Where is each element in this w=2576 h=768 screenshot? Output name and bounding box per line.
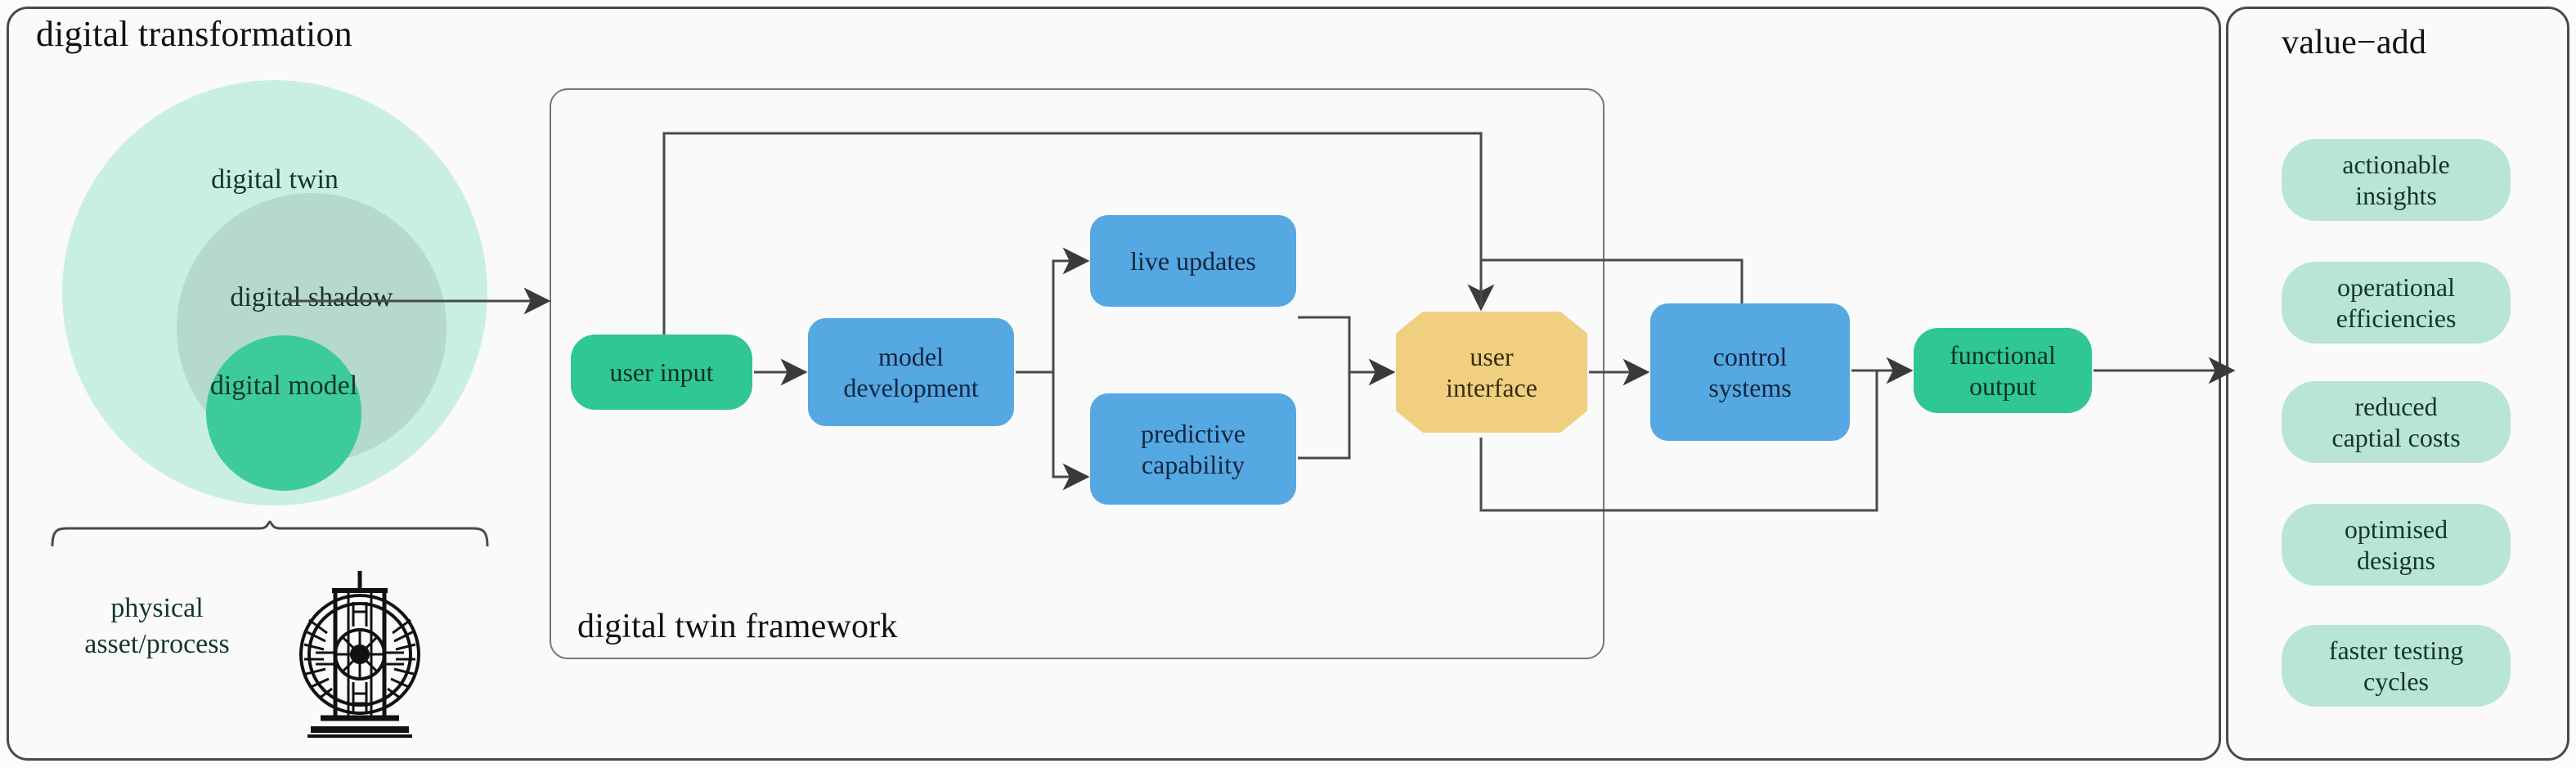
digital-twin-framework-title: digital twin framework bbox=[577, 608, 898, 645]
value-add-item-actionable-insights[interactable]: actionable insights bbox=[2282, 139, 2511, 221]
digital-model-circle bbox=[206, 335, 361, 491]
physical-asset-label-line1: physical bbox=[110, 593, 204, 623]
node-user-input[interactable]: user input bbox=[571, 335, 752, 410]
value-add-item-faster-testing-cycles[interactable]: faster testing cycles bbox=[2282, 625, 2511, 707]
physical-asset-label-line2: asset/process bbox=[84, 628, 230, 659]
value-add-title: value−add bbox=[2282, 24, 2427, 61]
physical-asset-brace bbox=[51, 520, 489, 547]
node-control-systems[interactable]: control systems bbox=[1650, 303, 1850, 441]
value-add-item-label: reduced captial costs bbox=[2331, 391, 2461, 452]
digital-shadow-label: digital shadow bbox=[230, 282, 393, 312]
value-add-item-label: faster testing cycles bbox=[2328, 635, 2464, 696]
value-add-item-reduced-captial-costs[interactable]: reduced captial costs bbox=[2282, 381, 2511, 463]
node-model-development[interactable]: model development bbox=[808, 318, 1014, 426]
physical-asset-label: physical asset/process bbox=[43, 591, 272, 662]
node-functional-output[interactable]: functional output bbox=[1914, 328, 2092, 413]
node-predictive-capability[interactable]: predictive capability bbox=[1090, 393, 1296, 505]
digital-transformation-title: digital transformation bbox=[36, 14, 352, 54]
value-add-item-label: optimised designs bbox=[2344, 514, 2448, 575]
node-model-development-label: model development bbox=[843, 341, 979, 402]
node-control-systems-label: control systems bbox=[1708, 341, 1792, 402]
value-add-item-label: actionable insights bbox=[2342, 149, 2450, 210]
digital-twin-label: digital twin bbox=[211, 164, 339, 195]
digital-model-label: digital model bbox=[209, 371, 358, 401]
node-predictive-capability-label: predictive capability bbox=[1141, 418, 1245, 479]
node-live-updates-label: live updates bbox=[1130, 245, 1256, 276]
value-add-item-label: operational efficiencies bbox=[2336, 272, 2457, 333]
node-functional-output-label: functional output bbox=[1950, 339, 2056, 401]
value-add-item-optimised-designs[interactable]: optimised designs bbox=[2282, 504, 2511, 586]
node-user-interface[interactable]: user interface bbox=[1396, 312, 1587, 433]
node-live-updates[interactable]: live updates bbox=[1090, 215, 1296, 307]
node-user-input-label: user input bbox=[609, 357, 714, 387]
node-user-interface-label: user interface bbox=[1446, 341, 1537, 402]
value-add-item-operational-efficiencies[interactable]: operational efficiencies bbox=[2282, 262, 2511, 344]
industrial-turbine-icon bbox=[299, 571, 420, 738]
